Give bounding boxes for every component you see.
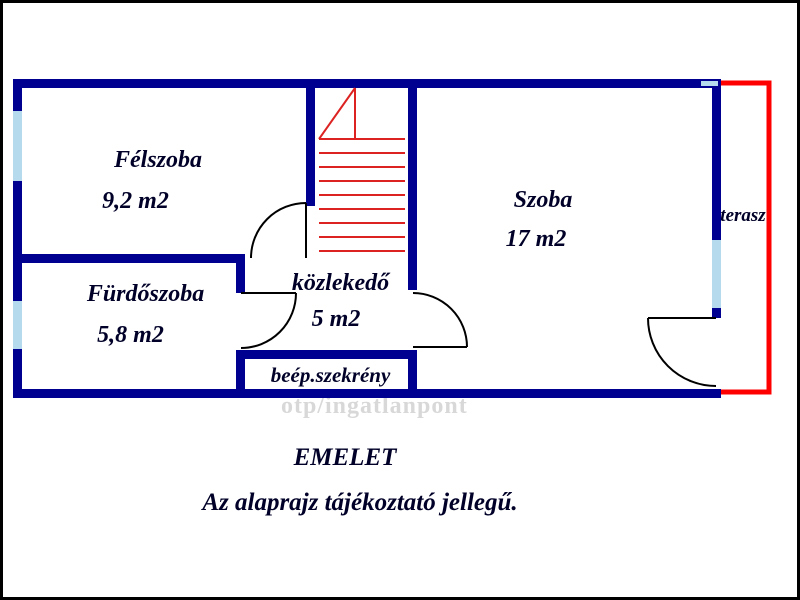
room-area-szoba: 17 m2 xyxy=(505,226,567,252)
wall-furdoszoba-right-upper xyxy=(236,254,245,293)
wall-left xyxy=(13,79,22,398)
wall-bottom xyxy=(13,389,721,398)
door-terasz xyxy=(647,317,717,387)
room-label-szoba: Szoba xyxy=(513,187,573,213)
wall-furdoszoba-right-lower xyxy=(236,350,245,398)
window-szoba-terasz xyxy=(712,240,721,308)
floor-caption: EMELET xyxy=(293,444,397,471)
door-szoba xyxy=(412,292,468,348)
stairs-diagonal xyxy=(318,87,356,140)
floorplan-drawing xyxy=(13,79,772,398)
wall-szekreny-top xyxy=(236,350,417,359)
room-label-szekreny: beép.szekrény xyxy=(270,363,391,387)
room-label-kozlekedo: közlekedő xyxy=(291,270,390,296)
terrace-outline xyxy=(721,80,772,395)
disclaimer-caption: Az alaprajz tájékoztató jellegű. xyxy=(202,489,518,516)
room-label-terasz: terasz xyxy=(720,205,766,226)
wall-stair-right-lower xyxy=(408,350,417,398)
window-furdoszoba xyxy=(13,301,22,349)
room-area-furdoszoba: 5,8 m2 xyxy=(97,322,164,348)
wall-stair-left xyxy=(306,79,315,206)
door-felszoba xyxy=(250,202,307,259)
room-area-kozlekedo: 5 m2 xyxy=(311,306,361,332)
window-top-right xyxy=(701,81,718,86)
wall-divider-felszoba-furdoszoba xyxy=(13,254,243,263)
door-furdoszoba xyxy=(240,292,297,349)
room-label-furdoszoba: Fürdőszoba xyxy=(86,281,205,307)
room-area-felszoba: 9,2 m2 xyxy=(102,188,169,214)
wall-stair-right-upper xyxy=(408,79,417,290)
window-felszoba xyxy=(13,111,22,181)
wall-top xyxy=(13,79,721,88)
room-label-felszoba: Félszoba xyxy=(113,147,202,173)
wall-right xyxy=(712,79,721,318)
stairs-treads xyxy=(319,138,405,252)
